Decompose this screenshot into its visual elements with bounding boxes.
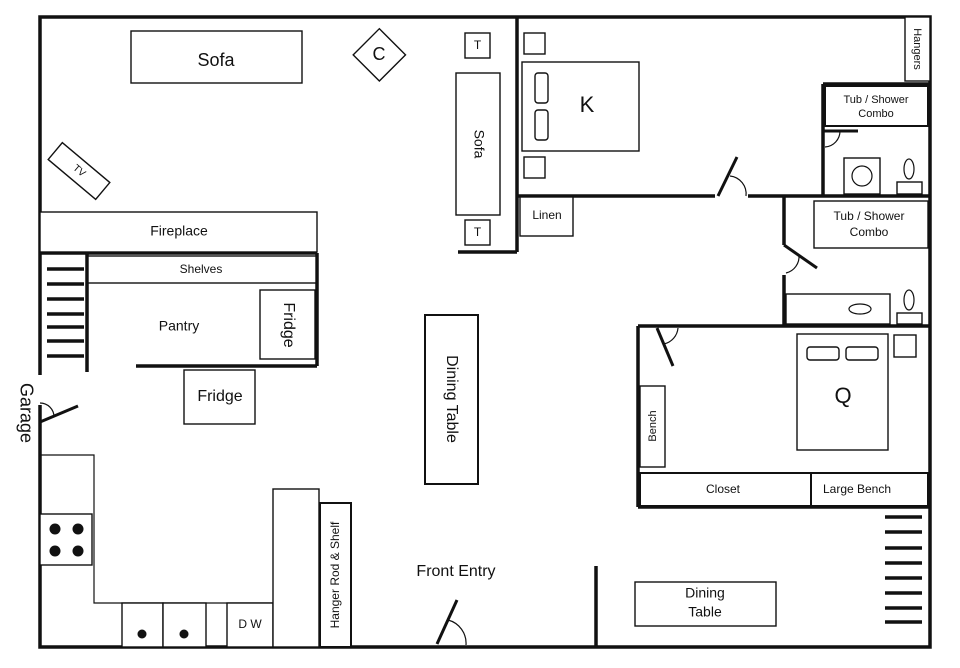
stove-burner-1 [49, 523, 61, 535]
tv [47, 141, 111, 201]
door-front-entry [435, 599, 467, 646]
tub-lower-line2: Combo [850, 225, 889, 239]
sofa-top-label: Sofa [197, 50, 235, 70]
queen-pillow-2 [845, 346, 879, 361]
vanity-lower [785, 293, 891, 325]
linen [519, 196, 574, 237]
closet [639, 472, 812, 507]
shelves-label: Shelves [180, 262, 223, 276]
stairs-left [47, 267, 84, 358]
garage-label: Garage [16, 383, 36, 443]
sofa-top [130, 30, 303, 84]
sink-right-drain [179, 629, 189, 639]
hanger-rod-shelf [319, 502, 352, 648]
dining-table-main-label: Dining Table [443, 355, 460, 443]
end-table-bottom-label: T [474, 225, 482, 239]
pantry-label: Pantry [159, 318, 199, 334]
washer-drum [851, 165, 873, 187]
sofa-side-label: Sofa [471, 130, 487, 159]
large-bench [810, 472, 929, 507]
sink-left-drain [137, 629, 147, 639]
dining-table-small [634, 581, 777, 627]
stairs-right [885, 515, 922, 624]
pantry-fridge [259, 289, 316, 360]
kitchen-fridge-label: Fridge [197, 388, 242, 405]
kitchen-fridge [183, 369, 256, 425]
queen-pillow-1 [806, 346, 840, 361]
dishwasher-label: D W [238, 617, 262, 631]
linen-label: Linen [532, 208, 561, 222]
stove [39, 513, 93, 566]
pantry-fridge-label: Fridge [280, 302, 297, 347]
dining-table-main [424, 314, 479, 485]
toilet-upper [903, 158, 915, 180]
end-table-top [464, 32, 491, 59]
door-bath-lower [783, 243, 818, 274]
fireplace [39, 211, 318, 253]
nightstand-q [893, 334, 917, 358]
toilet-lower-tank [896, 312, 923, 325]
front-entry-label: Front Entry [416, 563, 495, 580]
dining-table-small-line1: Dining [685, 585, 725, 601]
sink-right [162, 602, 207, 648]
hangers-label: Hangers [911, 28, 923, 70]
dishwasher [226, 602, 274, 648]
tub-upper-line1: Tub / Shower [843, 94, 908, 106]
tub-lower [813, 200, 929, 249]
hanger-rod-label: Hanger Rod & Shelf [328, 521, 342, 628]
king-pillow-1 [534, 72, 549, 104]
outer-wall [38, 15, 932, 649]
dining-table-small-line2: Table [688, 604, 722, 620]
king-pillow-2 [534, 109, 549, 141]
tub-upper [824, 85, 929, 127]
chair-label: C [373, 44, 386, 64]
shelves [87, 255, 317, 284]
stove-burner-2 [72, 523, 84, 535]
queen-bed-label: Q [834, 383, 851, 408]
bench [639, 385, 666, 468]
closet-label: Closet [706, 482, 741, 496]
bench-label: Bench [647, 410, 659, 441]
tub-upper-line2: Combo [858, 108, 893, 120]
door-bedroom-q [655, 327, 679, 367]
stove-burner-3 [49, 545, 61, 557]
door-bath-upper [823, 129, 858, 148]
toilet-upper-tank [896, 181, 923, 195]
nightstand-k-top [523, 32, 546, 55]
sink-left [121, 602, 164, 648]
door-garage [39, 402, 79, 424]
washer [843, 157, 881, 195]
sink-lower [848, 303, 872, 315]
nightstand-k-bottom [523, 156, 546, 179]
end-table-bottom [464, 219, 491, 246]
stove-burner-4 [72, 545, 84, 557]
door-bedroom-k [716, 156, 747, 197]
toilet-lower [903, 289, 915, 311]
tub-lower-line1: Tub / Shower [834, 209, 905, 223]
fireplace-label: Fireplace [150, 223, 208, 239]
chair [352, 27, 407, 83]
large-bench-label: Large Bench [823, 482, 891, 496]
sofa-side [455, 72, 501, 216]
hangers [904, 16, 931, 82]
pantry-cabinet [272, 488, 320, 648]
king-bed-label: K [580, 92, 595, 117]
end-table-top-label: T [474, 38, 482, 52]
